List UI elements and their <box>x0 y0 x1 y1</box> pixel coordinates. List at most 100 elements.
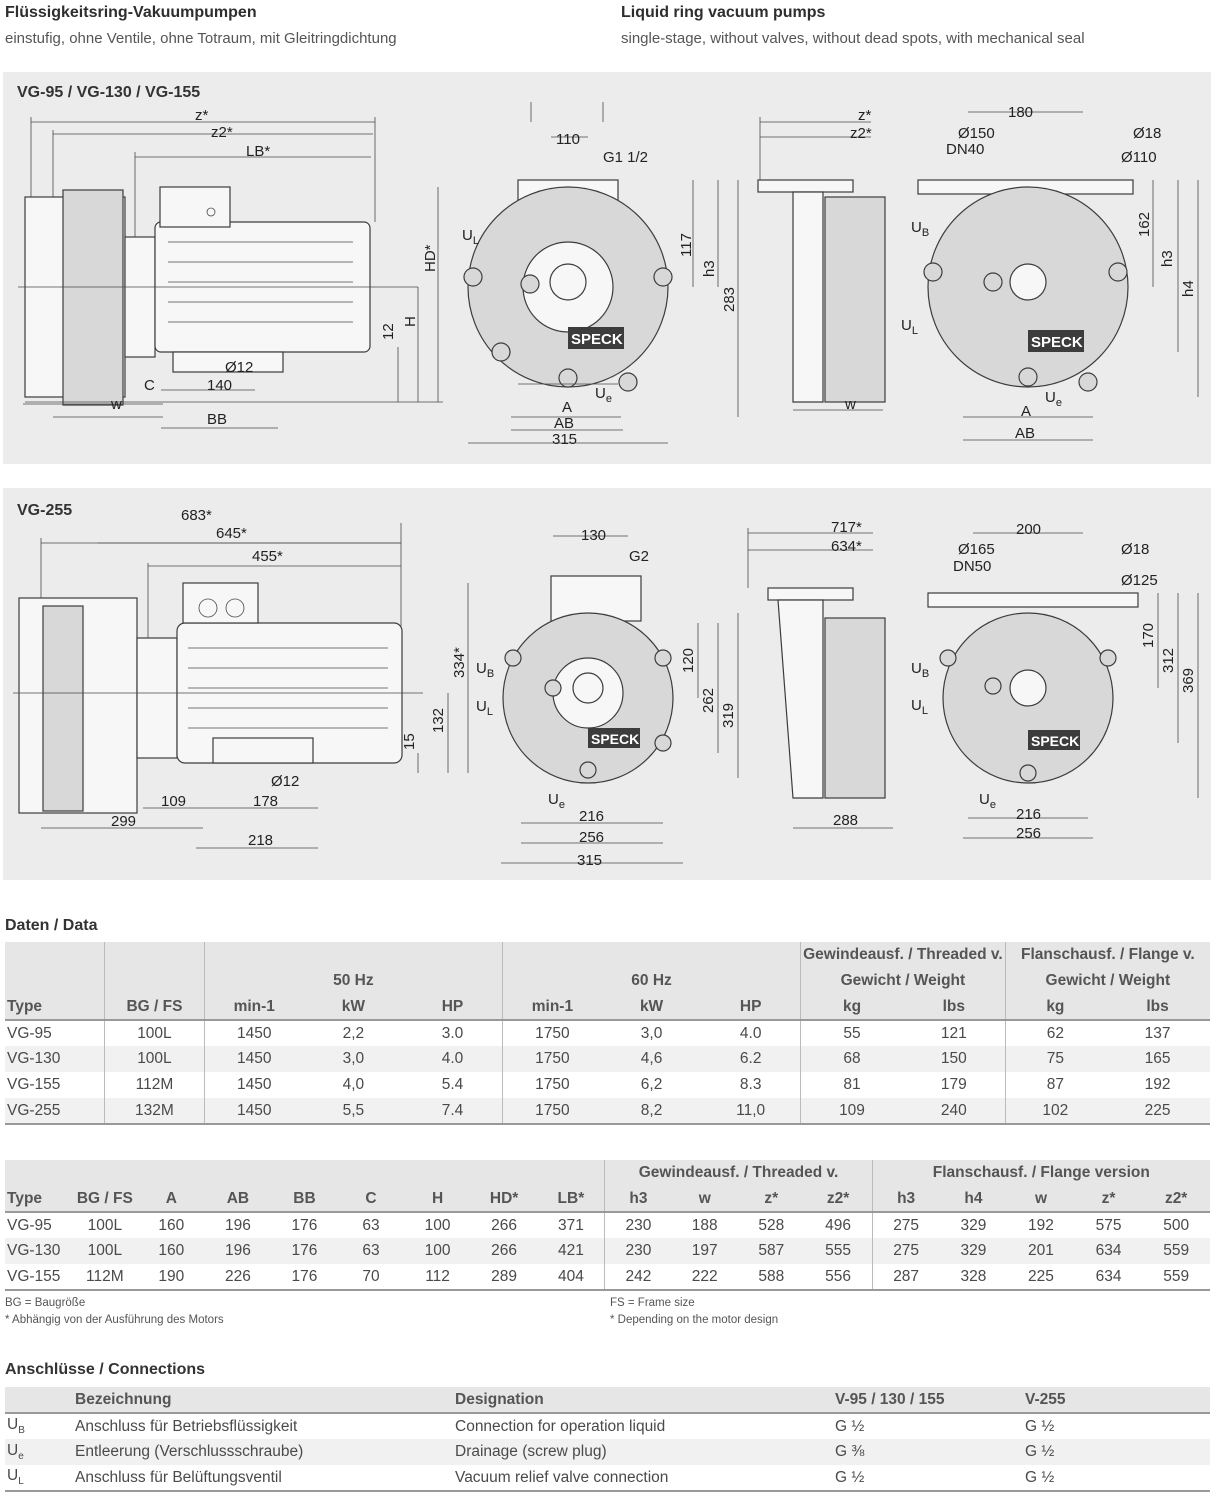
side-view-motor <box>18 117 443 429</box>
dim-dn40: DN40 <box>946 141 984 158</box>
dim-162: 162 <box>1136 212 1153 237</box>
dim-455: 455* <box>252 548 283 565</box>
group-weight-threaded: Gewicht / Weight <box>800 968 1006 994</box>
header-en: Liquid ring vacuum pumps single-stage, w… <box>621 4 1085 47</box>
dim-dia18-2: Ø18 <box>1121 541 1149 558</box>
dim-12: 12 <box>380 323 397 340</box>
col-hp-60: HP <box>739 997 762 1015</box>
dim-hd: HD* <box>422 244 439 272</box>
label-ub-2: UB <box>476 660 494 680</box>
dim-140: 140 <box>207 377 232 394</box>
dim-h3: h3 <box>701 260 718 277</box>
title-de: Flüssigkeitsring-Vakuumpumpen <box>5 4 257 21</box>
side-view-motor-2 <box>13 523 469 849</box>
group-weight-flange: Gewicht / Weight <box>1004 968 1210 994</box>
label-ul-3: UL <box>911 697 928 717</box>
drawing-panel-vg95-155: VG-95 / VG-130 / VG-155 z* z2* LB* HD* H… <box>3 72 1211 464</box>
dim-256: 256 <box>579 829 604 846</box>
dim-109: 109 <box>161 793 186 810</box>
dim-645: 645* <box>216 525 247 542</box>
front-view-pump-2: SPECK <box>501 535 739 864</box>
dim-dia150: Ø150 <box>958 125 995 142</box>
dim-group-flange: Flanschausf. / Flange version <box>871 1160 1210 1186</box>
label-ub-3: UB <box>911 660 929 680</box>
dim-dia125: Ø125 <box>1121 572 1158 589</box>
dim-683: 683* <box>181 507 212 524</box>
dim-z: z* <box>195 107 209 124</box>
dim-132: 132 <box>430 708 447 733</box>
dim-634: 634* <box>831 538 862 555</box>
dim-130: 130 <box>581 527 606 544</box>
dim-283: 283 <box>721 287 738 312</box>
dim-200: 200 <box>1016 521 1041 538</box>
dim-256-b: 256 <box>1016 825 1041 842</box>
header-de: Flüssigkeitsring-Vakuumpumpen einstufig,… <box>5 4 397 47</box>
dim-dia110: Ø110 <box>1121 149 1157 166</box>
col-kw-50: kW <box>341 997 366 1015</box>
col-hp-50: HP <box>441 997 464 1015</box>
col-lbs-threaded: lbs <box>942 997 965 1015</box>
dim-z-b: z* <box>858 107 872 124</box>
label-ue-b: Ue <box>1045 389 1062 409</box>
group-50hz: 50 Hz <box>203 968 503 994</box>
drawing-title: VG-95 / VG-130 / VG-155 <box>17 84 200 101</box>
group-flange: Flanschausf. / Flange v. <box>1004 942 1210 968</box>
col-type: Type <box>7 997 43 1015</box>
dim-c: C <box>144 377 155 394</box>
dim-w: w <box>110 396 122 413</box>
dim-288: 288 <box>833 812 858 829</box>
label-ue: Ue <box>595 385 612 405</box>
dim-369: 369 <box>1180 668 1197 693</box>
col-min-50: min-1 <box>203 994 304 1020</box>
group-60hz: 60 Hz <box>501 968 801 994</box>
dim-120: 120 <box>680 648 697 673</box>
dim-dia12-2: Ø12 <box>271 773 299 790</box>
dim-h3-b: h3 <box>1159 250 1176 267</box>
dimension-table: Gewindeausf. / Threaded v. Flanschausf. … <box>5 1160 1210 1291</box>
col-kw-60: kW <box>639 997 664 1015</box>
flange-front-view-2: SPECK <box>927 532 1199 839</box>
dim-315-2: 315 <box>577 852 602 869</box>
label-ul-2: UL <box>476 698 493 718</box>
footnotes-de: BG = Baugröße * Abhängig von der Ausführ… <box>5 1297 224 1326</box>
table-row: Ue Entleerung (Verschlussschraube)Draina… <box>5 1439 1210 1465</box>
dim-ab: AB <box>554 415 574 432</box>
data-table-header: Type BG / FS min-1 kW HP min-1 kW HP kg … <box>5 994 1210 1020</box>
dim-dia12: Ø12 <box>225 359 253 376</box>
dim-218: 218 <box>248 832 273 849</box>
dim-z2-b: z2* <box>850 125 872 142</box>
speck-logo-2: SPECK <box>1031 334 1083 351</box>
dim-bb: BB <box>207 411 227 428</box>
dim-a-b: A <box>1021 403 1031 420</box>
dim-group-threaded: Gewindeausf. / Threaded v. <box>604 1160 873 1186</box>
subtitle-en: single-stage, without valves, without de… <box>621 30 1085 47</box>
speck-logo-3: SPECK <box>591 731 639 747</box>
dim-h4: h4 <box>1180 280 1197 297</box>
data-section-title: Daten / Data <box>5 917 98 934</box>
dim-170: 170 <box>1140 623 1157 648</box>
side-view-flange-2 <box>747 528 893 829</box>
dim-117: 117 <box>678 233 695 257</box>
technical-drawing-vg95-155: VG-95 / VG-130 / VG-155 z* z2* LB* HD* H… <box>17 84 1199 448</box>
dim-g2: G2 <box>629 548 649 565</box>
dim-a: A <box>562 399 572 416</box>
dim-dia18: Ø18 <box>1133 125 1161 142</box>
dim-15: 15 <box>401 733 418 750</box>
title-en: Liquid ring vacuum pumps <box>621 4 826 21</box>
col-kg-threaded: kg <box>800 994 903 1020</box>
speck-logo-4: SPECK <box>1031 733 1079 749</box>
label-ul-b: UL <box>901 317 918 337</box>
group-threaded: Gewindeausf. / Threaded v. <box>800 942 1006 968</box>
flange-front-view: SPECK <box>917 111 1199 441</box>
dim-z2: z2* <box>211 124 233 141</box>
col-lbs-flange: lbs <box>1146 997 1169 1015</box>
front-view-pump: SPECK <box>463 102 739 444</box>
